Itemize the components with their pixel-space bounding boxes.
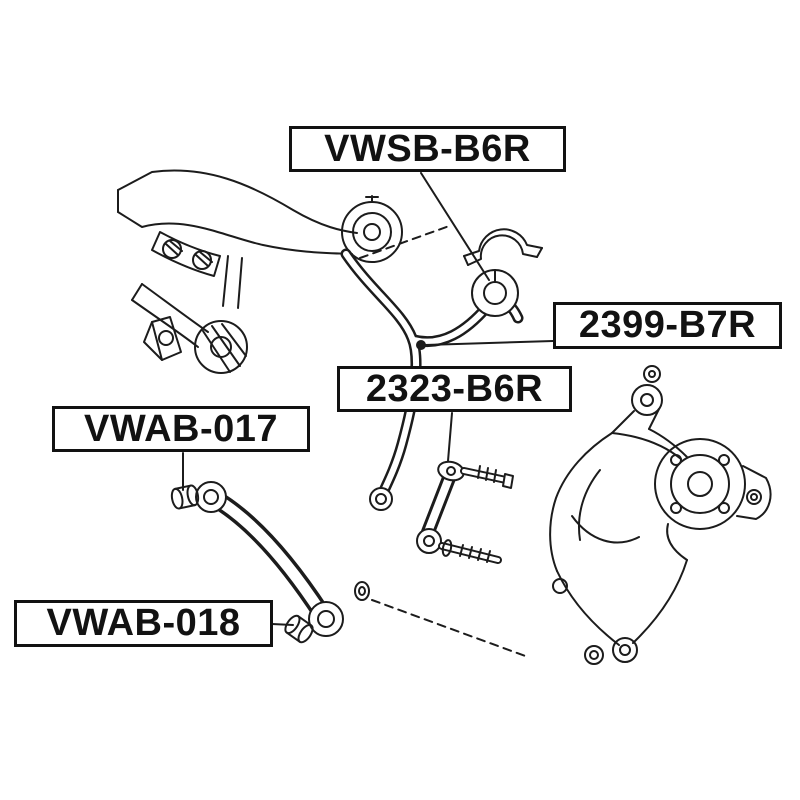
stabilizer-link-drawing: [416, 460, 514, 564]
part-label-vwab-018: VWAB-018: [14, 600, 273, 647]
part-label-2399-b7r: 2399-B7R: [553, 302, 782, 349]
knuckle-drawing: [549, 365, 772, 665]
construction-lines: [359, 224, 529, 658]
part-label-2323-b6r: 2323-B6R: [337, 366, 572, 412]
stabilizer-bushing-drawing: [463, 228, 543, 317]
leader-lines: [182, 172, 554, 626]
part-label-vwsb-b6r: VWSB-B6R: [289, 126, 566, 172]
control-arm-drawing: [170, 481, 370, 644]
subframe-drawing: [117, 169, 403, 374]
part-label-vwab-017: VWAB-017: [52, 406, 310, 452]
